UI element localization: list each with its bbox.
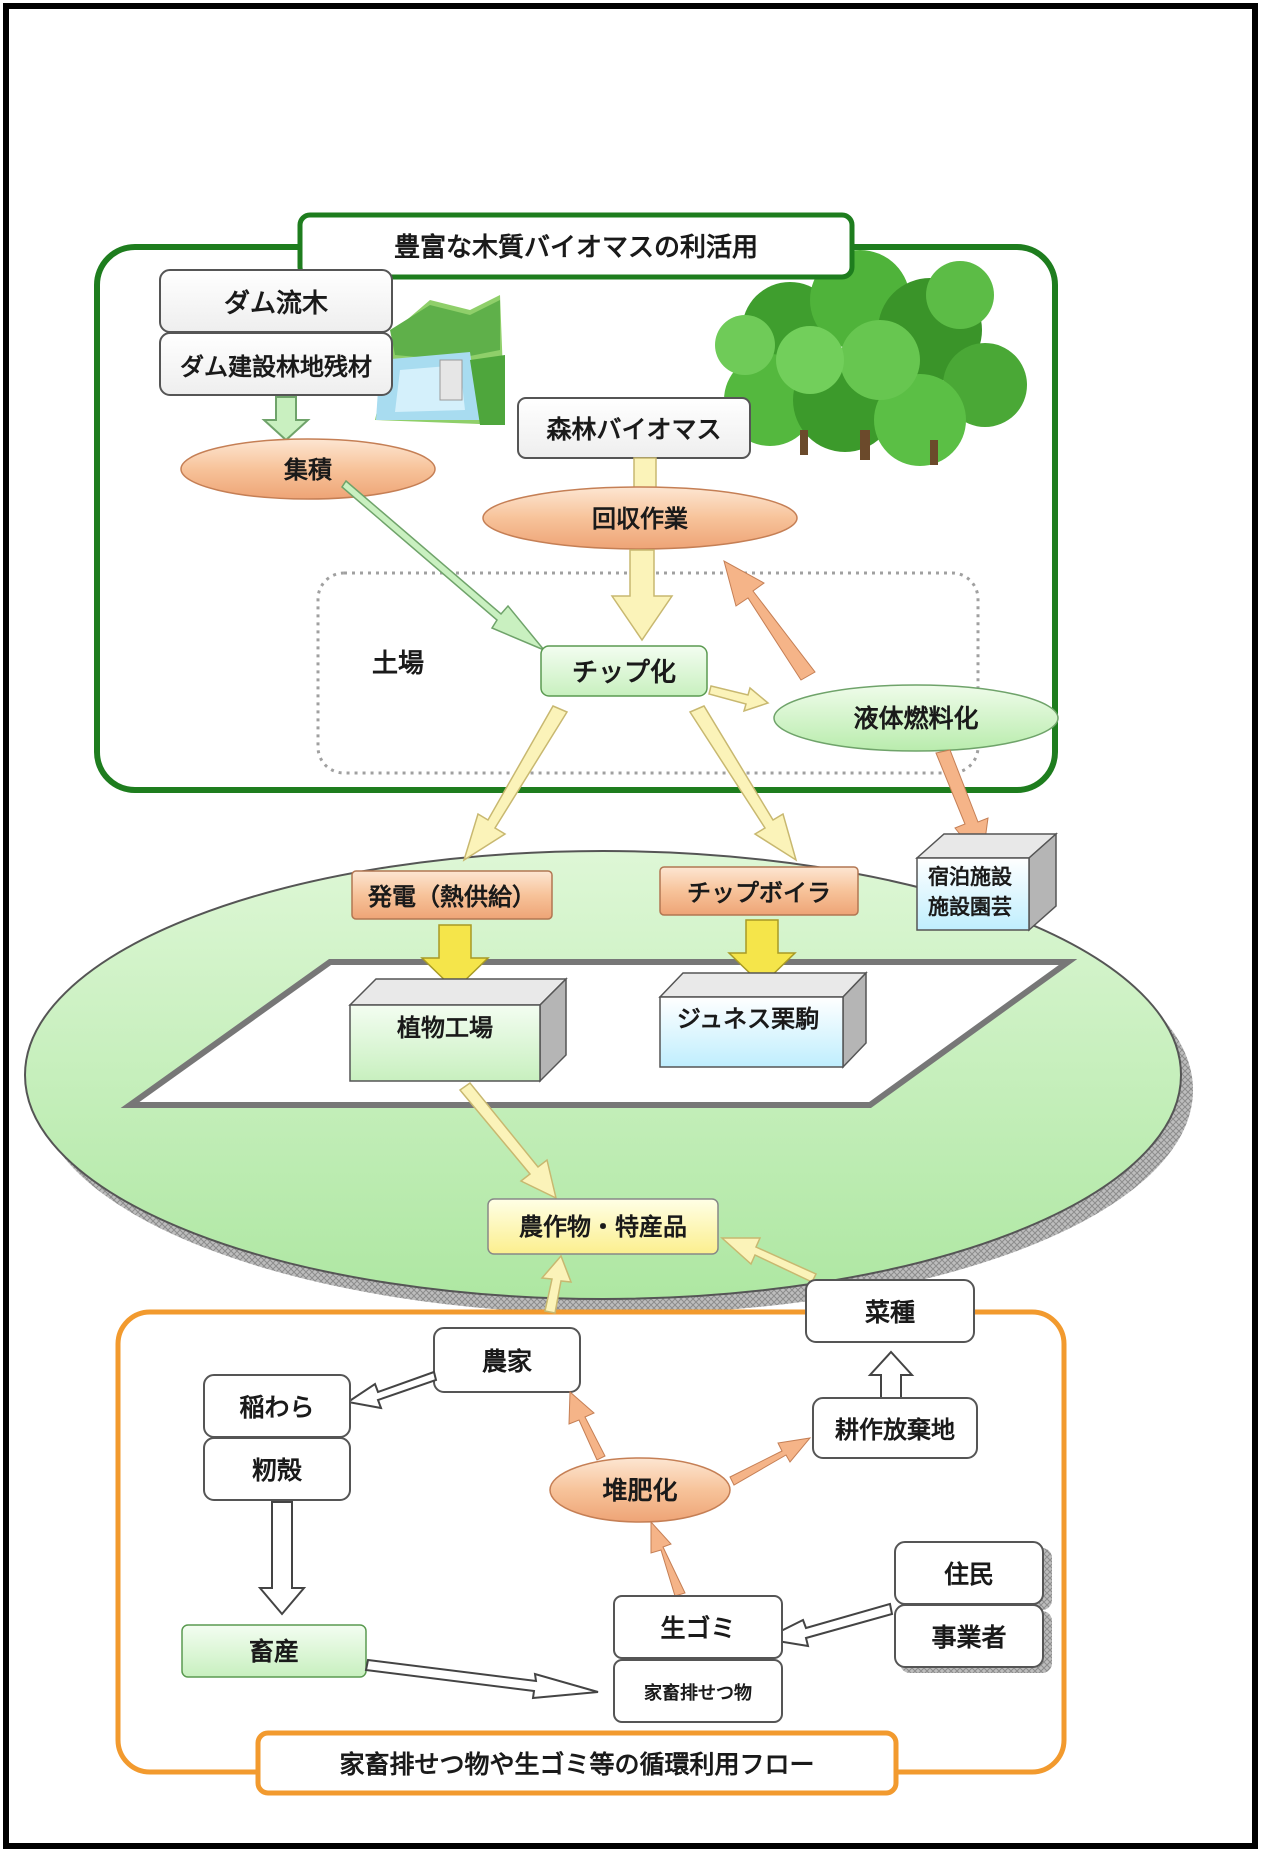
- farmers-label: 農家: [482, 1347, 532, 1376]
- arrow-abandoned-to-rapeseed: [867, 1350, 915, 1400]
- plant-factory-box: [348, 977, 568, 1083]
- businesses-label: 事業者: [931, 1623, 1006, 1652]
- composting-label: 堆肥化: [602, 1476, 677, 1505]
- rice-husk-label: 籾殻: [252, 1456, 303, 1485]
- livestock-box: [181, 1624, 367, 1678]
- livestock-excreta-box: [613, 1659, 783, 1723]
- farmers-box: [433, 1327, 581, 1393]
- page-frame: [3, 3, 1258, 1849]
- arrow-composting-to-abandoned: [729, 1437, 812, 1486]
- residents-label: 住民: [944, 1560, 994, 1589]
- junes-kurikoma-label: ジュネス栗駒: [677, 1005, 819, 1033]
- dam-illustration: [375, 295, 505, 425]
- chipping-box: [540, 645, 708, 697]
- accumulation-label: 集積: [283, 456, 332, 484]
- rice-straw-label: 稲わら: [239, 1393, 314, 1422]
- liquid-fuel-ellipse: [773, 684, 1059, 752]
- rapeseed-label: 菜種: [864, 1298, 915, 1327]
- livestock-excreta-label: 家畜排せつ物: [644, 1682, 752, 1704]
- dam-residue-label: ダム建設林地残材: [180, 353, 372, 381]
- arrow-residents-to-foodwaste: [761, 1602, 894, 1648]
- composting-ellipse: [549, 1457, 731, 1523]
- food-waste-label: 生ゴミ: [660, 1614, 735, 1643]
- wood-section-title: 豊富な木質バイオマスの利活用: [394, 232, 758, 263]
- arrow-residue-to-accumulation: [261, 396, 311, 442]
- landing-label: 土場: [372, 649, 424, 679]
- lodging-facility-line2: 施設園芸: [928, 895, 1012, 919]
- wood-section-title-box: [297, 212, 855, 280]
- rapeseed-box: [805, 1279, 975, 1343]
- arrow-forest-to-collection: [633, 457, 657, 491]
- crops-label: 農作物・特産品: [519, 1213, 687, 1241]
- abandoned-farmland-label: 耕作放棄地: [835, 1416, 955, 1444]
- businesses-box: [894, 1604, 1044, 1668]
- collection-work-ellipse: [482, 486, 798, 550]
- chip-boiler-box: [659, 866, 859, 916]
- collection-work-label: 回収作業: [592, 505, 688, 533]
- chipping-label: チップ化: [572, 658, 676, 688]
- dam-residue-box: [159, 332, 393, 396]
- power-generation-label: 発電（熱供給）: [367, 883, 536, 911]
- arrow-chipping-to-power: [462, 705, 569, 862]
- arrow-livestock-to-excreta: [364, 1658, 599, 1700]
- arrow-collection-to-chipping: [610, 549, 674, 642]
- power-generation-box: [351, 870, 553, 920]
- arrow-power-to-plant-factory: [420, 924, 490, 992]
- arrow-chipping-to-liquid-fuel: [708, 685, 770, 713]
- dam-driftwood-label: ダム流木: [224, 288, 328, 319]
- livestock-label: 畜産: [249, 1637, 299, 1666]
- arrow-accumulation-to-chipping: [341, 479, 545, 651]
- food-waste-box: [613, 1595, 783, 1659]
- abandoned-farmland-box: [812, 1397, 978, 1459]
- junes-kurikoma-box: [658, 971, 868, 1069]
- forest-illustration: [715, 250, 1027, 466]
- arrow-composting-to-farmers: [568, 1390, 606, 1461]
- arrow-rapeseed-to-crops: [720, 1237, 818, 1283]
- cycle-section-title: 家畜排せつ物や生ゴミ等の循環利用フロー: [339, 1750, 814, 1779]
- accumulation-ellipse: [180, 438, 436, 500]
- plant-factory-label: 植物工場: [397, 1014, 493, 1042]
- cycle-section-title-box: [255, 1730, 899, 1796]
- lodging-facility-box: [915, 832, 1058, 932]
- arrow-boiler-to-junes: [727, 919, 797, 987]
- liquid-fuel-label: 液体燃料化: [853, 704, 978, 733]
- arrow-liquid-fuel-to-collection: [723, 559, 816, 681]
- arrow-farmers-to-crops: [540, 1254, 573, 1314]
- forest-biomass-label: 森林バイオマス: [546, 415, 721, 444]
- rice-husk-box: [203, 1437, 351, 1501]
- lodging-facility-line1: 宿泊施設: [928, 865, 1013, 889]
- arrow-foodwaste-to-composting: [650, 1520, 686, 1597]
- chip-boiler-label: チップボイラ: [687, 879, 831, 907]
- arrow-husk-to-livestock: [257, 1501, 307, 1616]
- arrow-plant-factory-to-crops: [458, 1081, 558, 1200]
- arrow-chipping-to-boiler: [688, 705, 798, 862]
- arrow-farmers-to-straw: [345, 1370, 438, 1410]
- crops-box: [487, 1198, 719, 1255]
